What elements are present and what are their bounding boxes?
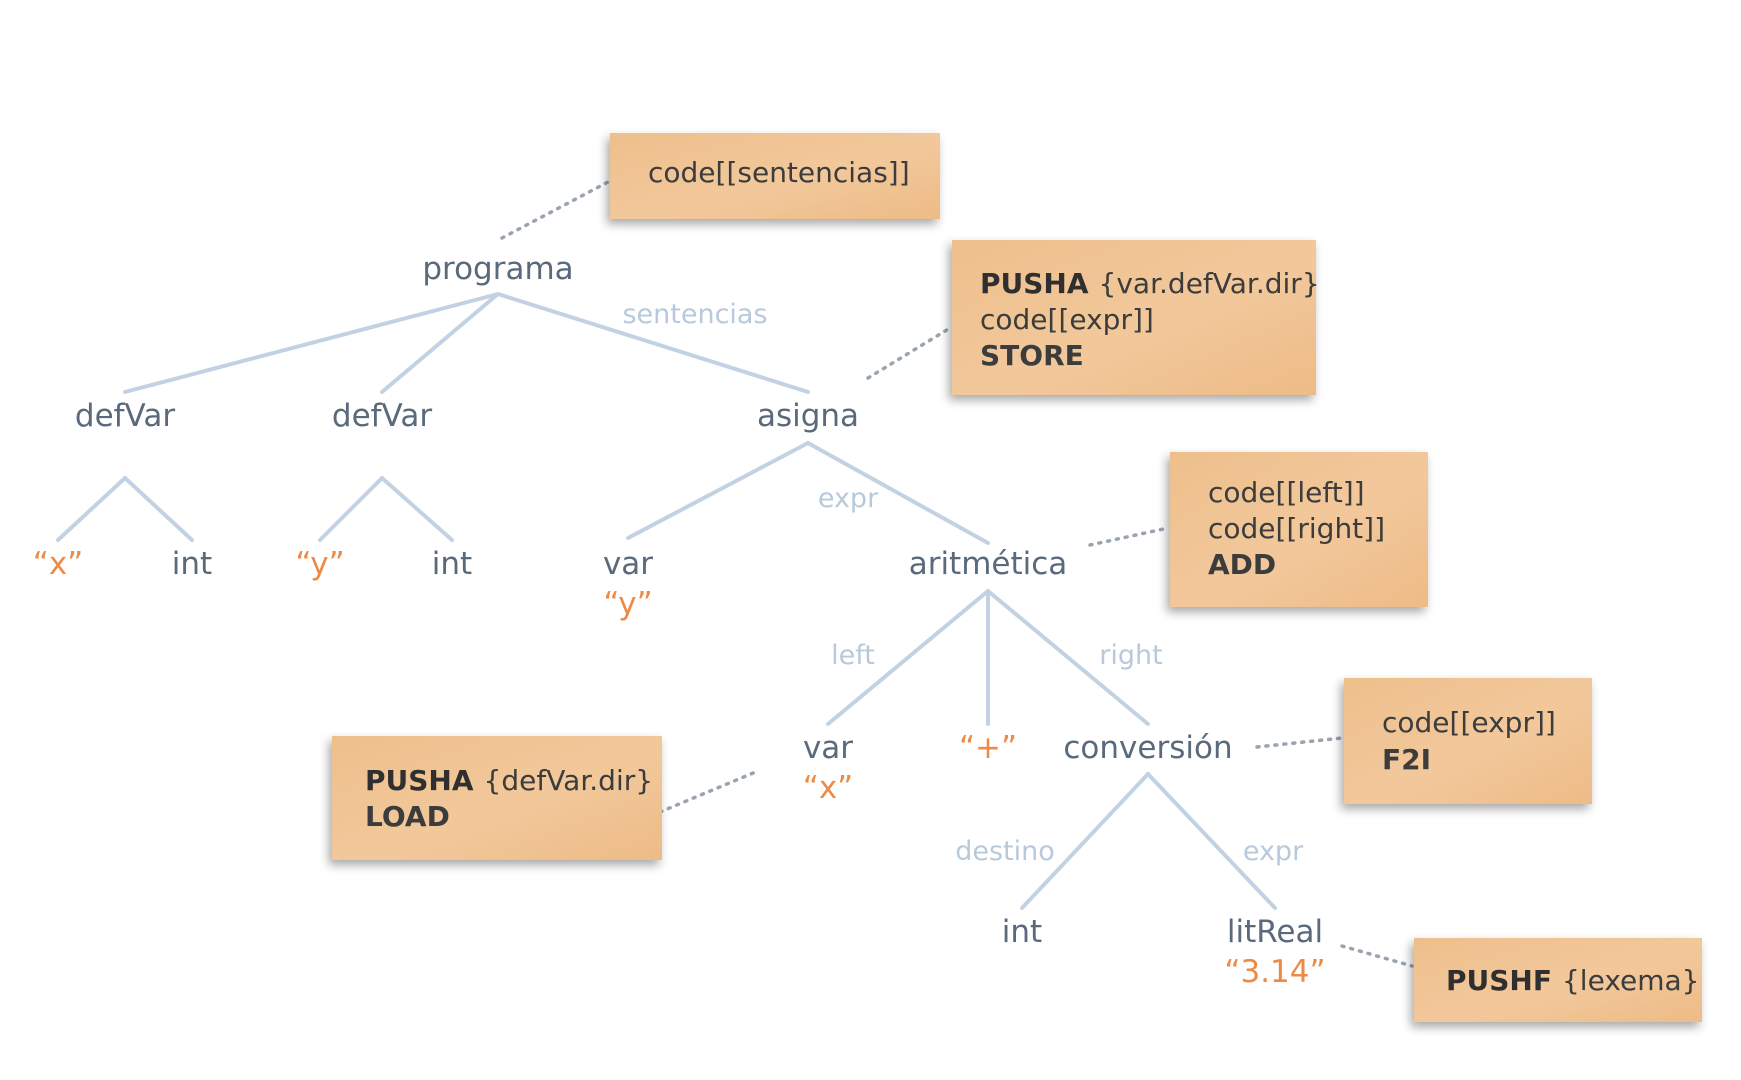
literal-var-y: “y” (603, 586, 652, 622)
edge-programa-asigna (496, 292, 810, 394)
edge-label-expr: expr (818, 483, 879, 514)
literal-var-x: “x” (803, 770, 853, 806)
note-aritmetica: code[[left]] code[[right]] ADD (1170, 452, 1428, 607)
edge-labels: sentencias expr left right destino expr (622, 299, 1304, 867)
connector-programa (500, 180, 610, 240)
note-keyword: ADD (1208, 548, 1276, 581)
edge-conversion-litreal (1146, 772, 1277, 910)
edge-defvar2-y (318, 476, 384, 542)
node-conversion: conversión (1063, 730, 1232, 766)
connector-var (658, 769, 760, 814)
node-var: var (803, 730, 853, 766)
node-defvar: defVar (332, 398, 432, 434)
note-conversion: code[[expr]] F2I (1344, 678, 1592, 804)
edge-asigna-var (626, 441, 810, 540)
note-line: PUSHA {var.defVar.dir} (980, 267, 1320, 300)
note-line: code[[right]] (1208, 512, 1385, 545)
note-arg: {defVar.dir} (484, 764, 654, 797)
note-asigna: PUSHA {var.defVar.dir} code[[expr]] STORE (952, 240, 1320, 395)
edge-programa-defvar1 (123, 292, 500, 394)
connector-conversion (1255, 736, 1344, 749)
note-line: code[[expr]] (1382, 706, 1556, 739)
note-programa: code[[sentencias]] (610, 133, 940, 219)
edge-label-destino: destino (955, 836, 1055, 867)
note-arg: {lexema} (1562, 964, 1700, 997)
note-litreal: PUSHF {lexema} (1414, 938, 1702, 1022)
edge-label-expr: expr (1243, 836, 1304, 867)
note-keyword: PUSHA (365, 764, 474, 797)
note-line: code[[sentencias]] (648, 156, 910, 189)
literal-plus: “+” (959, 730, 1017, 766)
note-line: code[[expr]] (980, 303, 1154, 336)
edge-label-sentencias: sentencias (622, 299, 767, 330)
literal-3-14: “3.14” (1224, 954, 1325, 990)
note-keyword: PUSHF (1446, 964, 1552, 997)
note-keyword: STORE (980, 339, 1084, 372)
edge-programa-defvar2 (380, 292, 500, 394)
node-var: var (603, 546, 653, 582)
edge-defvar1-int (123, 476, 194, 542)
tree-edges (56, 292, 1277, 910)
connector-asigna (866, 326, 952, 380)
note-arg: {var.defVar.dir} (1099, 267, 1320, 300)
note-line: PUSHA {defVar.dir} (365, 764, 653, 797)
edge-aritmetica-conversion (986, 589, 1150, 726)
note-connectors (500, 180, 1414, 968)
node-aritmetica: aritmética (909, 546, 1068, 582)
note-line: code[[left]] (1208, 476, 1365, 509)
literal-y: “y” (295, 546, 344, 582)
note-line: PUSHF {lexema} (1446, 964, 1700, 997)
edge-asigna-aritmetica (806, 441, 990, 545)
edge-label-right: right (1099, 640, 1162, 671)
node-programa: programa (422, 251, 573, 287)
node-defvar: defVar (75, 398, 175, 434)
connector-aritmetica (1088, 526, 1170, 547)
node-litreal: litReal (1227, 914, 1323, 950)
note-keyword: F2I (1382, 743, 1431, 776)
node-int: int (1002, 914, 1042, 950)
note-var: PUSHA {defVar.dir} LOAD (332, 736, 662, 860)
literal-x: “x” (33, 546, 83, 582)
tree-nodes: programa defVar defVar asigna “x” int “y… (33, 251, 1326, 990)
node-asigna: asigna (757, 398, 859, 434)
note-keyword: LOAD (365, 800, 450, 833)
edge-aritmetica-var (826, 589, 990, 726)
edge-conversion-int (1020, 772, 1150, 910)
edge-label-left: left (831, 640, 875, 671)
node-int: int (432, 546, 472, 582)
node-int: int (172, 546, 212, 582)
note-keyword: PUSHA (980, 267, 1089, 300)
edge-defvar1-x (56, 476, 127, 542)
edge-defvar2-int (380, 476, 454, 542)
connector-litreal (1340, 944, 1414, 968)
